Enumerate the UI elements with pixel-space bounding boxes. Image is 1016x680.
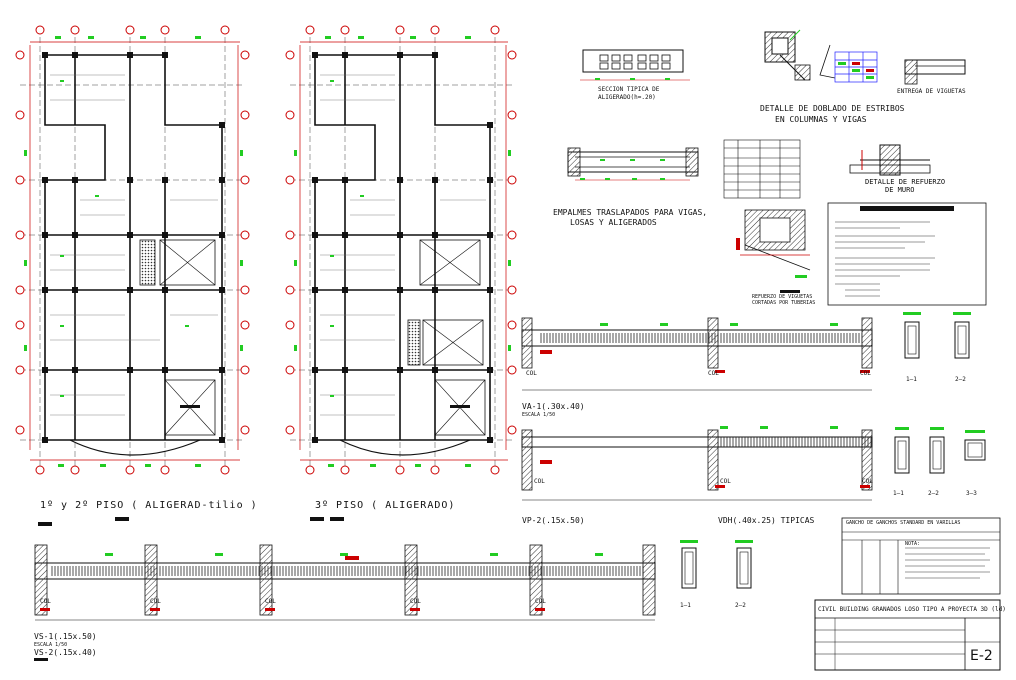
hook-table	[841, 517, 1001, 595]
beam-vs-elevation	[34, 540, 753, 661]
refuerzo-viguetas-label-2: CORTADAS POR TUBERIAS	[752, 300, 816, 306]
sheet-number: E-2	[970, 648, 993, 664]
refuerzo-muro-label-2: DE MURO	[885, 186, 915, 194]
empalmes-label-1: EMPALMES TRASLAPADOS PARA VIGAS,	[553, 208, 708, 217]
vs1-scale: ESCALA 1/50	[34, 642, 68, 648]
entrega-viguetas-label: ENTREGA DE VIGUETAS	[897, 88, 966, 95]
vdh-label: VDH(.40x.25) TIPICAS	[718, 516, 815, 525]
va1-scale: ESCALA 1/50	[522, 412, 556, 418]
hook-table-title: GANCHO DE GANCHOS STANDARD EN VARILLAS	[846, 520, 961, 526]
floor-plan-2	[115, 25, 517, 521]
refuerzo-viguetas-label-1: REFUERZO DE VIGUETAS	[752, 294, 813, 300]
vs2-label: VS-2(.15x.40)	[34, 648, 97, 657]
detail-stirrup-bending	[764, 29, 878, 83]
vp2-label: VP-2(.15x.50)	[522, 516, 585, 525]
beam-va-second-elevation	[521, 426, 986, 501]
va1-label: VA-1(.30x.40)	[522, 402, 585, 411]
vs-col-1: COL	[40, 598, 51, 605]
doblado-label-1: DETALLE DE DOBLADO DE ESTRIBOS	[760, 104, 905, 113]
project-title: CIVIL BUILDING GRANADOS LOSO TIPO A PROY…	[818, 606, 1006, 613]
refuerzo-muro-label-1: DETALLE DE REFUERZO	[865, 178, 946, 186]
vs1-label: VS-1(.15x.50)	[34, 632, 97, 641]
va2-col-mid: COL	[720, 478, 731, 485]
va1-col-right: COL	[860, 370, 871, 377]
detail-aligerado-section	[580, 49, 690, 81]
detail-wall-reinforcement	[849, 144, 931, 176]
hook-table-note: NOTA:	[905, 541, 921, 547]
doblado-label-2: EN COLUMNAS Y VIGAS	[775, 115, 867, 124]
vs-col-5: COL	[535, 598, 546, 605]
detail-lap-splices	[567, 147, 699, 181]
vs-col-4: COL	[410, 598, 421, 605]
seccion-tipica-label-1: SECCION TIPICA DE	[598, 86, 660, 93]
va1-cut-11: 1—1	[906, 376, 917, 383]
vs-col-3: COL	[265, 598, 276, 605]
splice-table	[723, 139, 801, 199]
plan2-title: 3º PISO ( ALIGERADO)	[315, 500, 456, 511]
vdh-cut-11: 1—1	[680, 602, 691, 609]
va1-cut-22: 2—2	[955, 376, 966, 383]
va2-cut-22: 2—2	[928, 490, 939, 497]
va2-col-left: COL	[534, 478, 545, 485]
va2-cut-11: 1—1	[893, 490, 904, 497]
va2-cut-33: 3—3	[966, 490, 977, 497]
detail-joist-bearing	[904, 59, 966, 85]
va1-col-mid: COL	[708, 370, 719, 377]
title-block	[814, 599, 1001, 671]
plan1-title: 1º y 2º PISO ( ALIGERAD-tilio )	[40, 500, 258, 511]
general-notes-box	[827, 202, 987, 306]
floor-plan-1	[15, 25, 250, 526]
va1-col-left: COL	[526, 370, 537, 377]
seccion-tipica-label-2: ALIGERADO(h=.20)	[598, 94, 656, 101]
beam-va1-elevation	[521, 312, 971, 391]
vs-col-2: COL	[150, 598, 161, 605]
vdh-cut-22: 2—2	[735, 602, 746, 609]
va2-col-right: COL	[862, 478, 873, 485]
detail-joist-pipe	[736, 209, 811, 293]
empalmes-label-2: LOSAS Y ALIGERADOS	[570, 218, 657, 227]
